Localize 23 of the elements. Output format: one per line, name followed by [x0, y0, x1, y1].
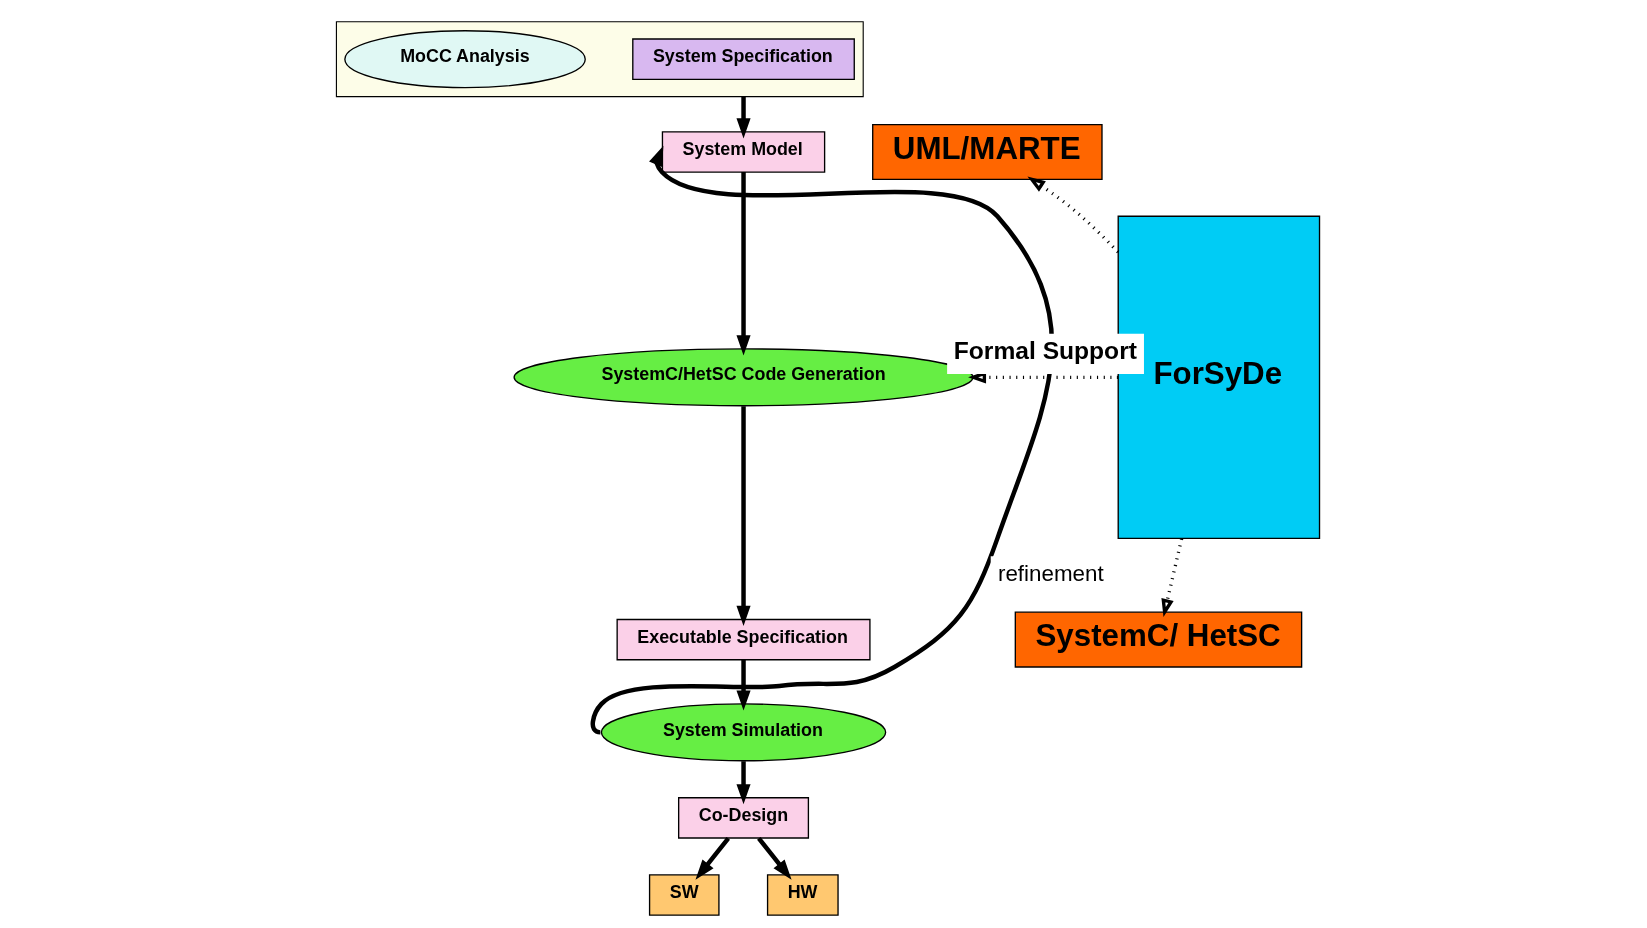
edge-label: refinement [997, 560, 1104, 586]
node-box: HW [766, 874, 839, 916]
arrow [590, 145, 1055, 734]
node-box: SW [648, 874, 720, 916]
node-ellipse: MoCC Analysis [344, 30, 586, 89]
arrow [736, 96, 751, 139]
arrow [736, 172, 751, 356]
arrow [757, 836, 792, 880]
arrow [1161, 538, 1184, 617]
node-box: SystemC/ HetSC [1014, 611, 1303, 668]
node-box: System Specification [632, 38, 855, 80]
node-box: UML/MARTE [872, 123, 1103, 181]
arrow [1027, 176, 1120, 254]
arrow [736, 659, 751, 711]
node-ellipse: System Simulation [600, 703, 887, 762]
node-box: System Model [661, 131, 826, 173]
node-box: Executable Specification [616, 618, 871, 661]
arrow [736, 406, 751, 626]
arrow [736, 761, 751, 805]
node-box: Co-Design [678, 797, 810, 839]
arrow [968, 371, 1118, 384]
cluster [335, 21, 864, 98]
arrow [695, 836, 731, 880]
